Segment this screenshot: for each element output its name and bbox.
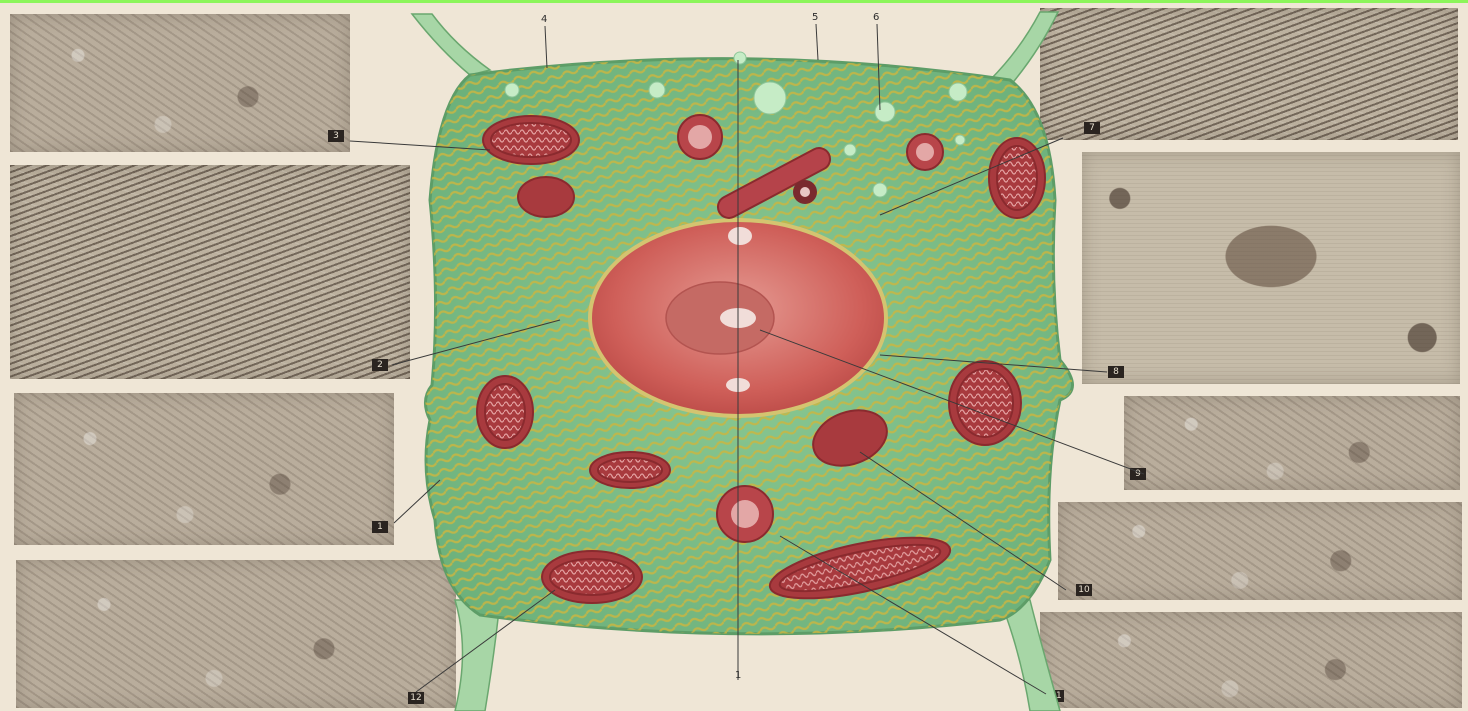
label-6: 6 bbox=[873, 12, 879, 23]
label-1-bottom: 1 bbox=[735, 670, 741, 681]
label-5: 5 bbox=[812, 12, 818, 23]
label-4: 4 bbox=[541, 14, 547, 25]
